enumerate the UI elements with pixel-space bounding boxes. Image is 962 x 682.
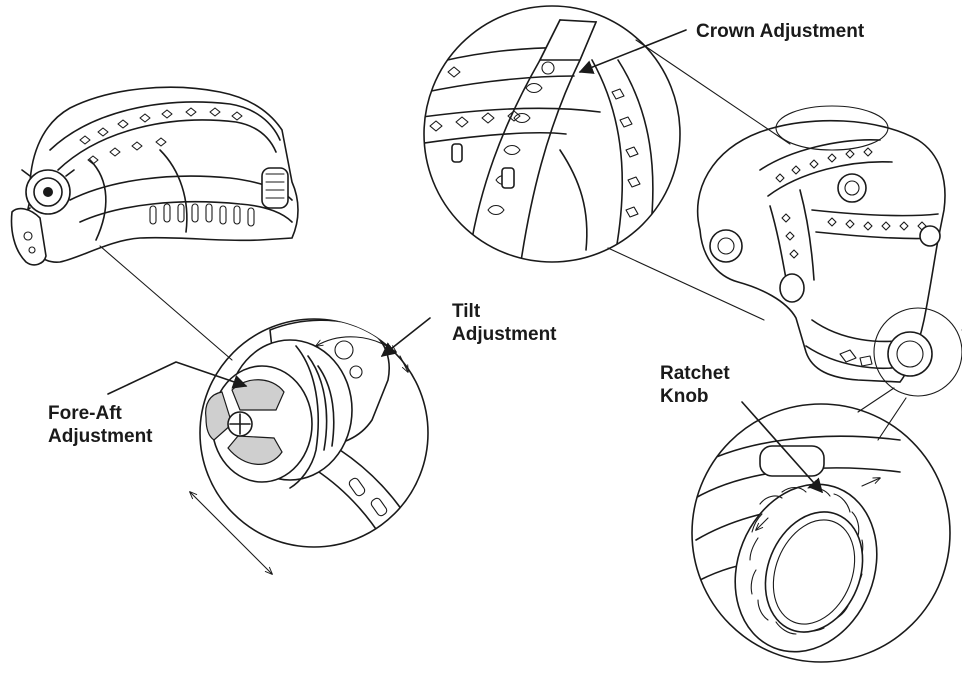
tilt-adjustment-label: Tilt Adjustment — [452, 300, 557, 346]
ratchet-knob-text-line2: Knob — [660, 386, 709, 407]
crown-adjustment-text: Crown Adjustment — [696, 21, 865, 42]
headgear-rear-view — [696, 119, 946, 383]
crown-reference-ring — [775, 105, 889, 151]
ratchet-detail-view — [691, 403, 951, 663]
crown-adjustment-label: Crown Adjustment — [696, 20, 864, 43]
ratchet-knob-text-line1: Ratchet — [660, 363, 730, 384]
connector-lines — [99, 39, 962, 441]
fore-aft-adjustment-text-line2: Adjustment — [48, 426, 153, 447]
ratchet-reference-ring — [873, 307, 962, 397]
leader-lines — [107, 29, 823, 494]
ratchet-knob-label: Ratchet Knob — [660, 362, 730, 408]
tilt-adjustment-text-line1: Tilt — [452, 301, 481, 322]
headgear-side-view — [10, 86, 299, 266]
tilt-adjustment-text-line2: Adjustment — [452, 324, 557, 345]
tilt-detail-view — [190, 318, 429, 574]
fore-aft-adjustment-label: Fore-Aft Adjustment — [48, 402, 153, 448]
fore-aft-adjustment-text-line1: Fore-Aft — [48, 403, 122, 424]
crown-detail-view — [423, 5, 681, 263]
